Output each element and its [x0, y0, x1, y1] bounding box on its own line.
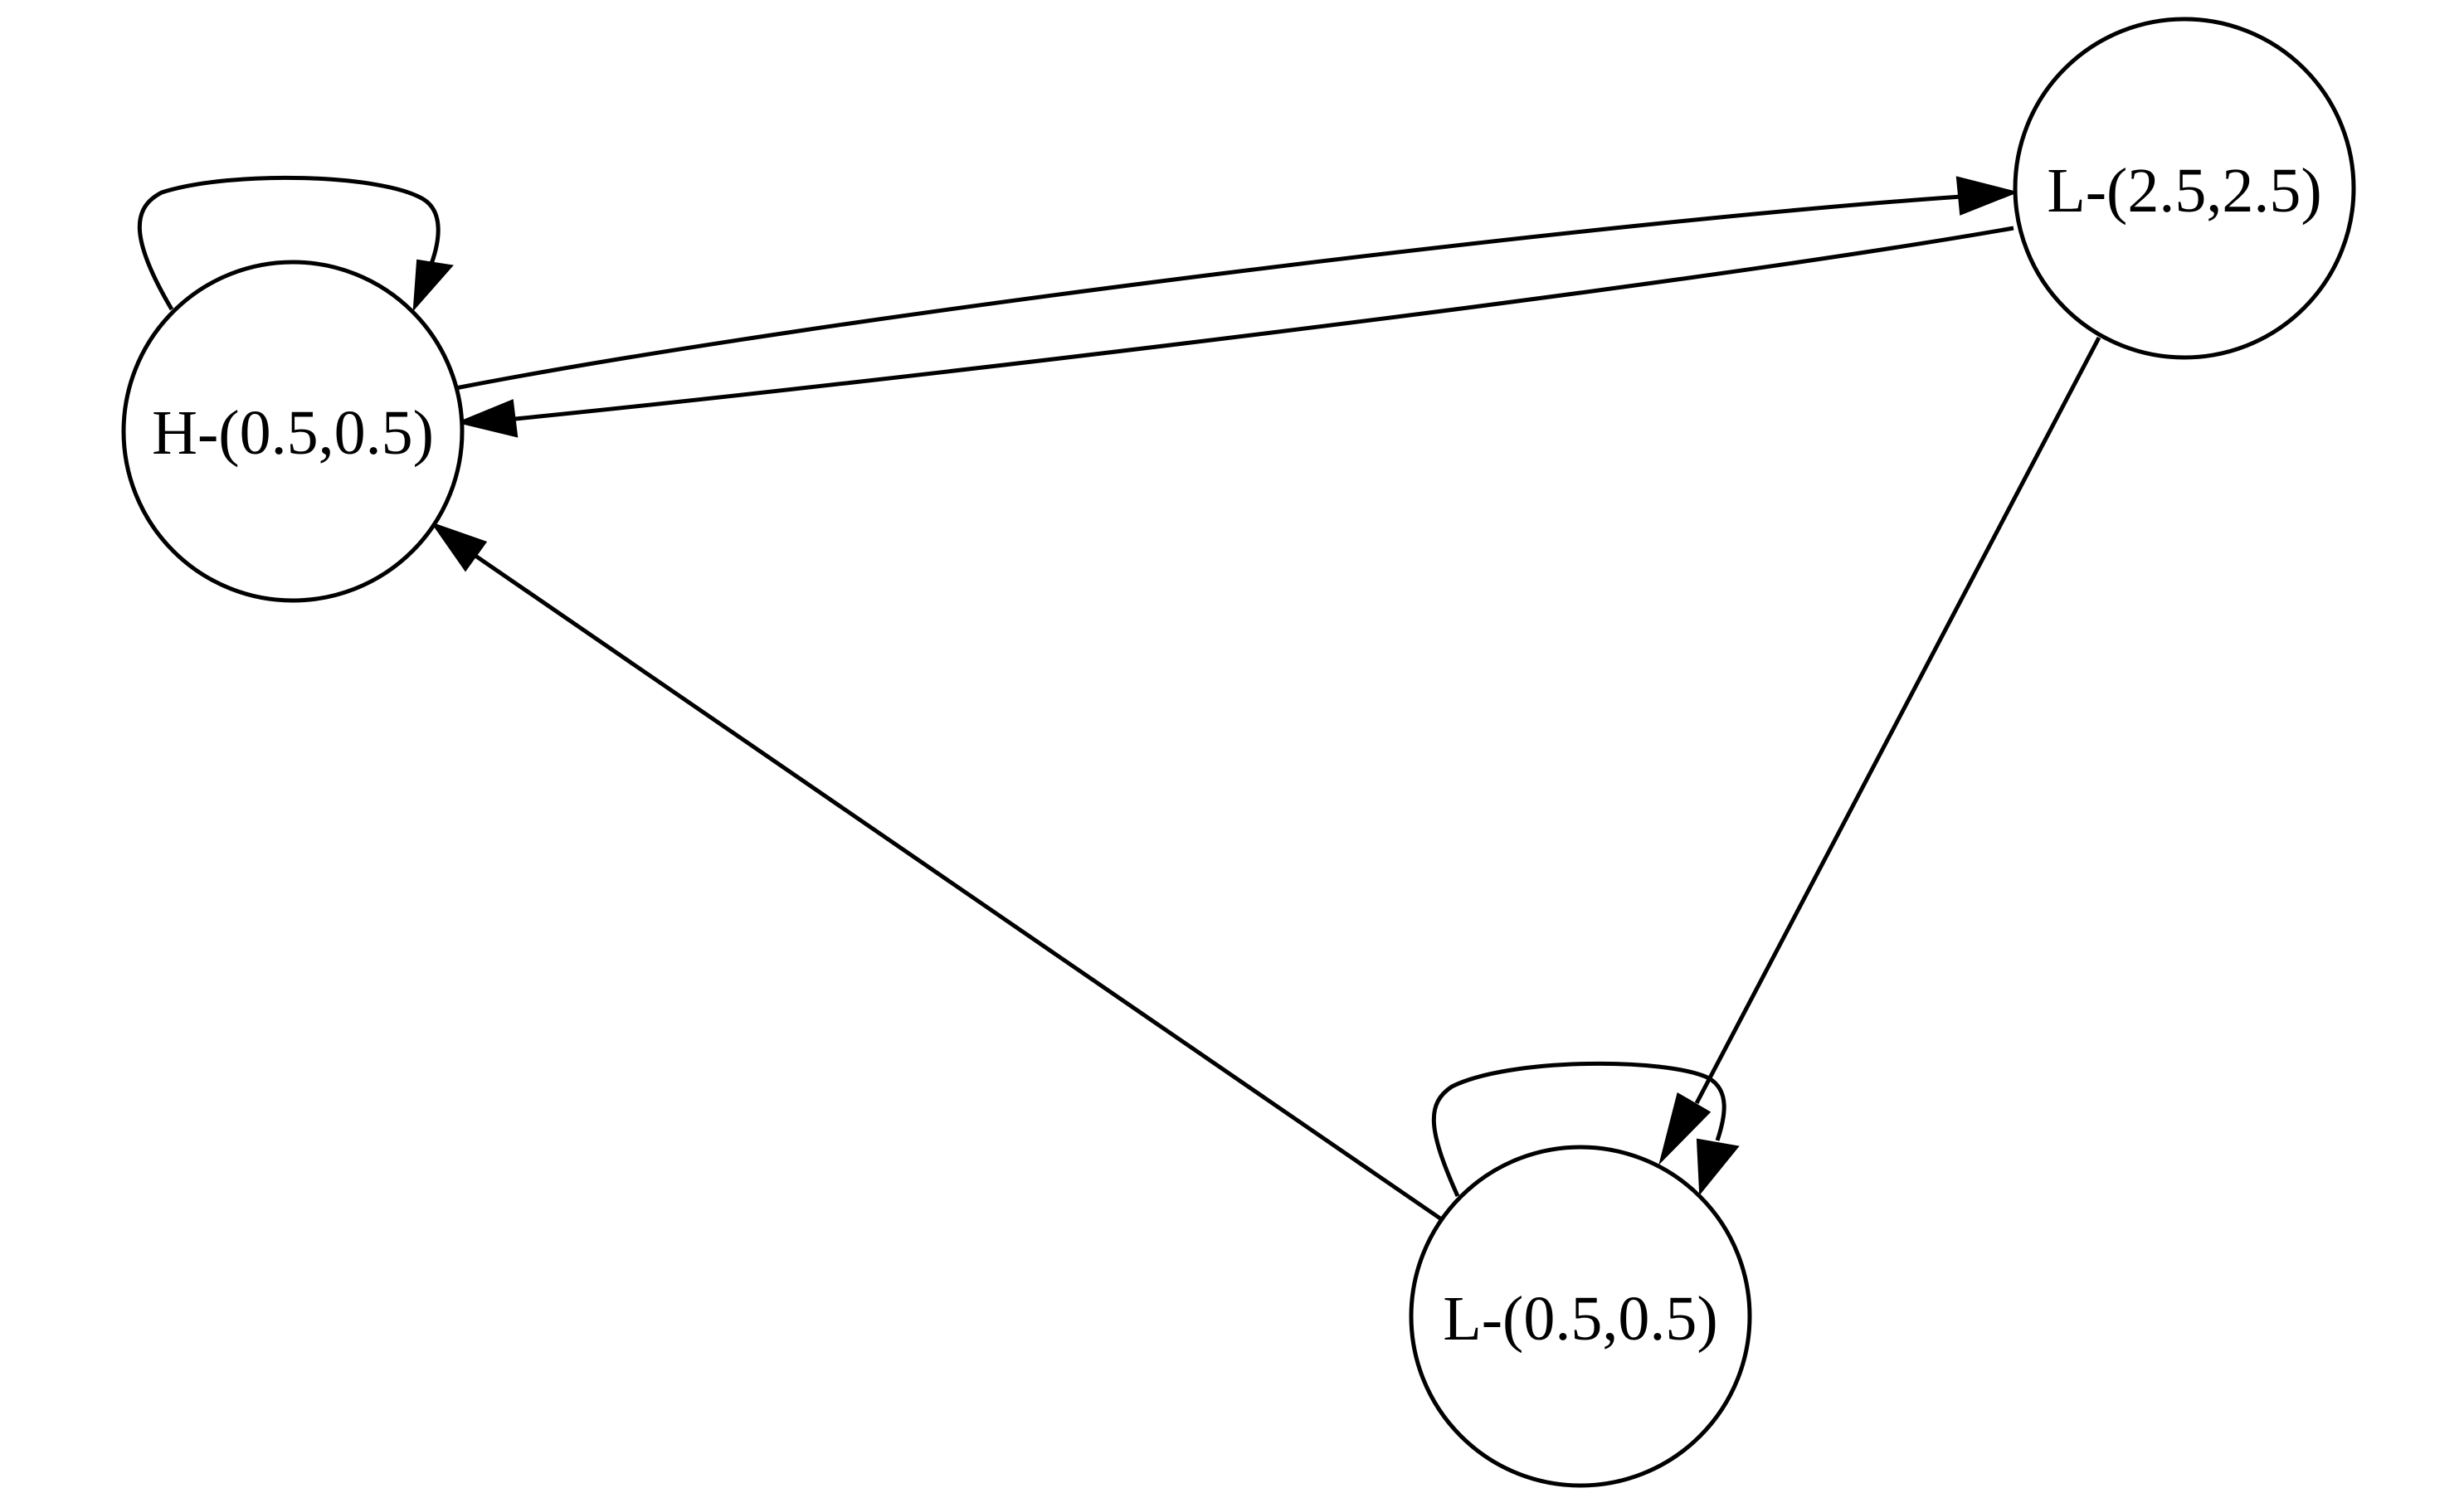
edge-h05-to-l25	[455, 194, 1963, 391]
edge-l05-self-loop	[1431, 1061, 1726, 1198]
node-l25-circle	[2013, 17, 2356, 360]
node-l05: L-(0.5,0.5)	[1409, 1145, 1752, 1488]
edge-l25-to-h05-arrowhead	[455, 399, 519, 438]
edge-l05-to-h05-arrowhead	[430, 522, 488, 572]
node-h05-label: H-(0.5,0.5)	[152, 398, 434, 468]
edge-l05-to-h05	[474, 553, 1442, 1221]
node-l05-label: L-(0.5,0.5)	[1443, 1284, 1717, 1354]
node-l25-label: L-(2.5,2.5)	[2047, 156, 2321, 226]
edge-l05-self-loop-arrowhead	[1696, 1138, 1740, 1196]
edge-h05-self-loop-arrowhead	[412, 259, 454, 312]
edge-l25-to-l05	[1694, 336, 2101, 1105]
edge-l25-to-l05-arrowhead	[1658, 1092, 1712, 1165]
edge-h05-self-loop	[137, 175, 441, 311]
edges	[137, 175, 2101, 1221]
node-h05-circle	[121, 260, 465, 603]
edge-h05-to-l25-arrowhead	[1955, 176, 2019, 216]
node-l05-circle	[1409, 1145, 1752, 1488]
node-l25: L-(2.5,2.5)	[2013, 17, 2356, 360]
edge-l25-to-h05	[514, 226, 2014, 421]
node-h05: H-(0.5,0.5)	[121, 260, 465, 603]
